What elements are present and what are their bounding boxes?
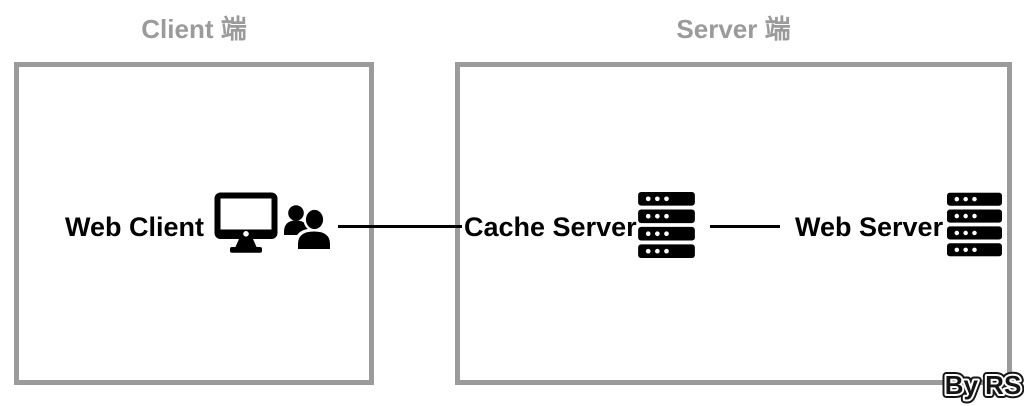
server-rack-icon	[947, 192, 1002, 257]
connector-webclient-cacheserver	[338, 225, 462, 228]
server-panel-box	[455, 62, 1012, 385]
connector-cacheserver-webserver	[710, 225, 780, 228]
web-client-label: Web Client	[65, 212, 205, 242]
client-panel-title: Client 端	[141, 14, 247, 44]
author-watermark: By RS By RS	[941, 366, 1024, 404]
server-panel-title: Server 端	[676, 14, 791, 44]
users-icon	[284, 203, 333, 249]
server-rack-icon	[638, 192, 695, 258]
desktop-monitor-icon	[214, 192, 278, 253]
cache-server-label: Cache Server	[464, 212, 637, 242]
web-server-label: Web Server	[795, 212, 944, 242]
watermark-text: By RS	[945, 370, 1022, 400]
watermark-text-outline: By RS	[945, 370, 1022, 400]
